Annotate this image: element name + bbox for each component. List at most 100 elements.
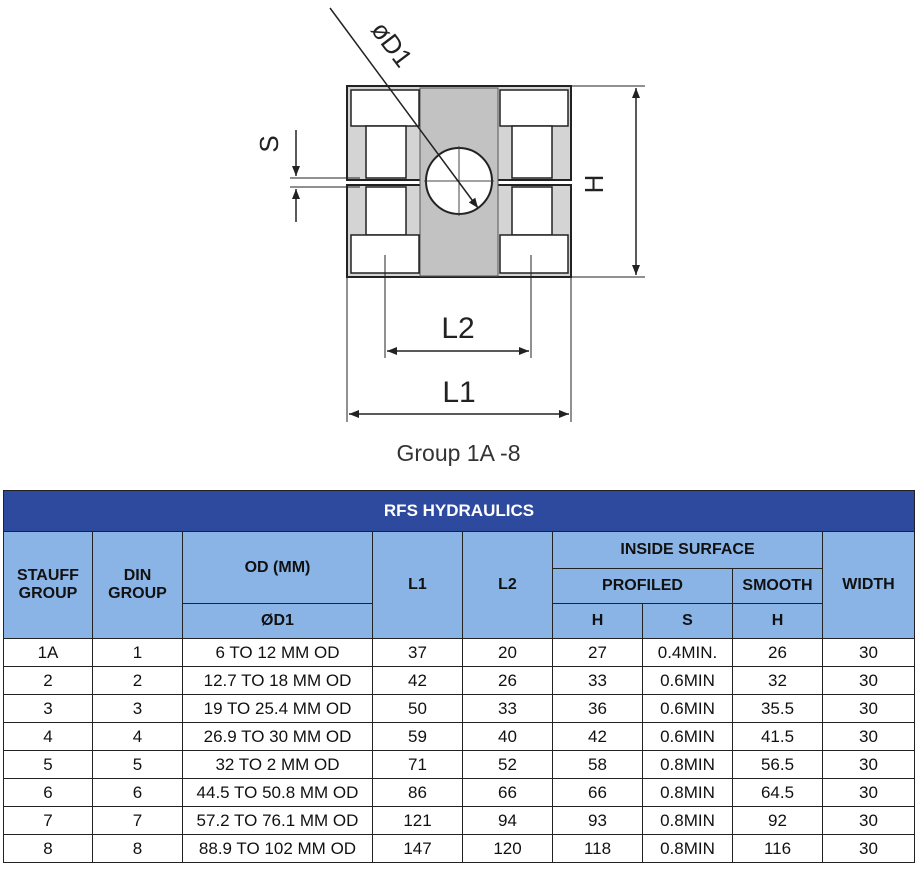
header-l2: L2 bbox=[462, 531, 553, 639]
table-cell: 94 bbox=[462, 806, 553, 835]
table-cell: 64.5 bbox=[732, 778, 823, 807]
table-cell: 4 bbox=[92, 722, 183, 751]
table-cell: 30 bbox=[822, 806, 915, 835]
table-cell: 121 bbox=[372, 806, 463, 835]
header-od: OD (MM) bbox=[182, 531, 373, 604]
table-cell: 19 TO 25.4 MM OD bbox=[182, 694, 373, 723]
s-dimension bbox=[290, 130, 360, 222]
clamp-technical-drawing: øD1 S H L2 L1 bbox=[254, 7, 645, 422]
table-cell: 0.6MIN bbox=[642, 666, 733, 695]
table-cell: 42 bbox=[372, 666, 463, 695]
table-cell: 32 TO 2 MM OD bbox=[182, 750, 373, 779]
table-cell: 8 bbox=[92, 834, 183, 863]
l2-label: L2 bbox=[441, 312, 474, 345]
l1-label: L1 bbox=[442, 376, 475, 409]
table-cell: 0.6MIN bbox=[642, 722, 733, 751]
l2-dimension bbox=[384, 255, 532, 358]
table-cell: 30 bbox=[822, 778, 915, 807]
table-cell: 5 bbox=[3, 750, 93, 779]
table-title: RFS HYDRAULICS bbox=[3, 490, 915, 532]
table-cell: 71 bbox=[372, 750, 463, 779]
table-cell: 32 bbox=[732, 666, 823, 695]
table-cell: 120 bbox=[462, 834, 553, 863]
header-od-sub: ØD1 bbox=[182, 603, 373, 639]
header-smooth: SMOOTH bbox=[732, 568, 823, 604]
l1-dimension bbox=[346, 277, 572, 422]
table-cell: 1A bbox=[3, 638, 93, 667]
table-cell: 0.8MIN bbox=[642, 806, 733, 835]
table-cell: 0.4MIN. bbox=[642, 638, 733, 667]
table-cell: 93 bbox=[552, 806, 643, 835]
table-cell: 0.6MIN bbox=[642, 694, 733, 723]
header-din-group: DIN GROUP bbox=[92, 531, 183, 639]
table-cell: 7 bbox=[3, 806, 93, 835]
table-cell: 30 bbox=[822, 750, 915, 779]
table-cell: 5 bbox=[92, 750, 183, 779]
table-cell: 30 bbox=[822, 722, 915, 751]
table-cell: 41.5 bbox=[732, 722, 823, 751]
header-profiled: PROFILED bbox=[552, 568, 733, 604]
table-cell: 12.7 TO 18 MM OD bbox=[182, 666, 373, 695]
table-cell: 57.2 TO 76.1 MM OD bbox=[182, 806, 373, 835]
spec-table: RFS HYDRAULICS STAUFF GROUP DIN GROUP OD… bbox=[3, 490, 915, 863]
table-cell: 92 bbox=[732, 806, 823, 835]
table-cell: 3 bbox=[3, 694, 93, 723]
header-profiled-s: S bbox=[642, 603, 733, 639]
table-cell: 52 bbox=[462, 750, 553, 779]
table-cell: 147 bbox=[372, 834, 463, 863]
table-cell: 1 bbox=[92, 638, 183, 667]
table-cell: 6 bbox=[3, 778, 93, 807]
table-cell: 42 bbox=[552, 722, 643, 751]
table-cell: 26 bbox=[462, 666, 553, 695]
table-cell: 2 bbox=[3, 666, 93, 695]
table-cell: 6 bbox=[92, 778, 183, 807]
table-cell: 40 bbox=[462, 722, 553, 751]
h-dimension bbox=[572, 85, 645, 278]
table-cell: 33 bbox=[462, 694, 553, 723]
table-cell: 59 bbox=[372, 722, 463, 751]
table-cell: 33 bbox=[552, 666, 643, 695]
table-cell: 26.9 TO 30 MM OD bbox=[182, 722, 373, 751]
table-cell: 26 bbox=[732, 638, 823, 667]
table-cell: 50 bbox=[372, 694, 463, 723]
table-cell: 30 bbox=[822, 694, 915, 723]
table-cell: 58 bbox=[552, 750, 643, 779]
drawing-caption: Group 1A -8 bbox=[396, 440, 521, 466]
table-cell: 36 bbox=[552, 694, 643, 723]
table-cell: 8 bbox=[3, 834, 93, 863]
table-cell: 35.5 bbox=[732, 694, 823, 723]
table-cell: 2 bbox=[92, 666, 183, 695]
table-cell: 20 bbox=[462, 638, 553, 667]
table-cell: 6 TO 12 MM OD bbox=[182, 638, 373, 667]
table-cell: 4 bbox=[3, 722, 93, 751]
h-label: H bbox=[579, 175, 609, 194]
table-cell: 116 bbox=[732, 834, 823, 863]
header-l1: L1 bbox=[372, 531, 463, 639]
table-cell: 66 bbox=[462, 778, 553, 807]
table-cell: 3 bbox=[92, 694, 183, 723]
table-cell: 56.5 bbox=[732, 750, 823, 779]
d1-leader-line bbox=[329, 7, 479, 209]
table-cell: 30 bbox=[822, 834, 915, 863]
table-cell: 37 bbox=[372, 638, 463, 667]
table-cell: 86 bbox=[372, 778, 463, 807]
header-profiled-h: H bbox=[552, 603, 643, 639]
table-cell: 66 bbox=[552, 778, 643, 807]
table-cell: 44.5 TO 50.8 MM OD bbox=[182, 778, 373, 807]
header-inside-surface: INSIDE SURFACE bbox=[552, 531, 823, 569]
header-width: WIDTH bbox=[822, 531, 915, 639]
table-cell: 30 bbox=[822, 666, 915, 695]
table-cell: 118 bbox=[552, 834, 643, 863]
table-cell: 88.9 TO 102 MM OD bbox=[182, 834, 373, 863]
table-cell: 0.8MIN bbox=[642, 778, 733, 807]
table-cell: 30 bbox=[822, 638, 915, 667]
header-smooth-h: H bbox=[732, 603, 823, 639]
table-cell: 7 bbox=[92, 806, 183, 835]
